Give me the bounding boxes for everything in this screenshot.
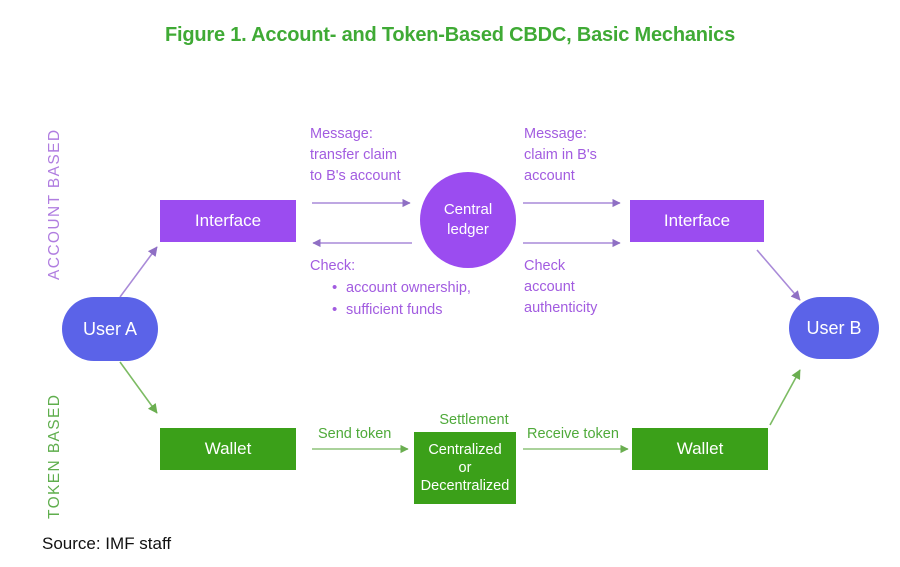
node-user-a-label: User A [82, 318, 138, 339]
node-interface-right-label: Interface [663, 211, 731, 231]
node-interface-left[interactable]: Interface [160, 200, 296, 242]
settlement-line-or: or [458, 459, 472, 476]
annotation-receive-token: Receive token [527, 426, 619, 442]
settlement-line-centralized: Centralized [428, 441, 502, 458]
axis-label-account-based: ACCOUNT BASED [46, 128, 63, 280]
node-central-ledger-line1: Central [443, 200, 493, 218]
arrow-user-a-to-interface [119, 246, 158, 298]
figure-source: Source: IMF staff [42, 534, 172, 553]
arrow-user-a-to-wallet [119, 361, 158, 414]
node-wallet-right[interactable]: Wallet [632, 428, 768, 470]
node-central-ledger-line2: ledger [447, 221, 489, 238]
node-interface-left-label: Interface [194, 211, 262, 231]
annotation-message-right: Message: claim in B's account [524, 126, 597, 185]
check-left-bullet-list: account ownership, sufficient funds [310, 277, 510, 322]
annotation-message-left: Message: transfer claim to B's account [310, 126, 401, 185]
annotation-send-token: Send token [318, 426, 392, 442]
node-wallet-left-label: Wallet [204, 439, 252, 459]
annotation-check-left: Check: account ownership, sufficient fun… [310, 256, 510, 321]
node-user-a[interactable]: User A [62, 297, 158, 361]
settlement-line-decentralized: Decentralized [420, 478, 510, 495]
node-user-b[interactable]: User B [789, 297, 879, 359]
annotation-check-right: Check account authenticity [524, 258, 598, 317]
arrow-wallet-to-user-b [769, 369, 801, 426]
figure-title: Figure 1. Account- and Token-Based CBDC,… [164, 24, 736, 46]
node-wallet-right-label: Wallet [676, 439, 724, 459]
list-item: account ownership, [332, 277, 510, 300]
arrow-interface-to-user-b [756, 249, 801, 301]
check-left-header: Check: [310, 258, 356, 274]
list-item: sufficient funds [332, 299, 510, 322]
node-wallet-left[interactable]: Wallet [160, 428, 296, 470]
axis-label-token-based: TOKEN BASED [46, 393, 63, 519]
node-central-ledger[interactable]: Central ledger [420, 172, 516, 268]
settlement-caption: Settlement [439, 412, 509, 428]
node-settlement[interactable]: Centralized or Decentralized [414, 432, 516, 504]
node-user-b-label: User B [806, 317, 862, 338]
node-interface-right[interactable]: Interface [630, 200, 764, 242]
